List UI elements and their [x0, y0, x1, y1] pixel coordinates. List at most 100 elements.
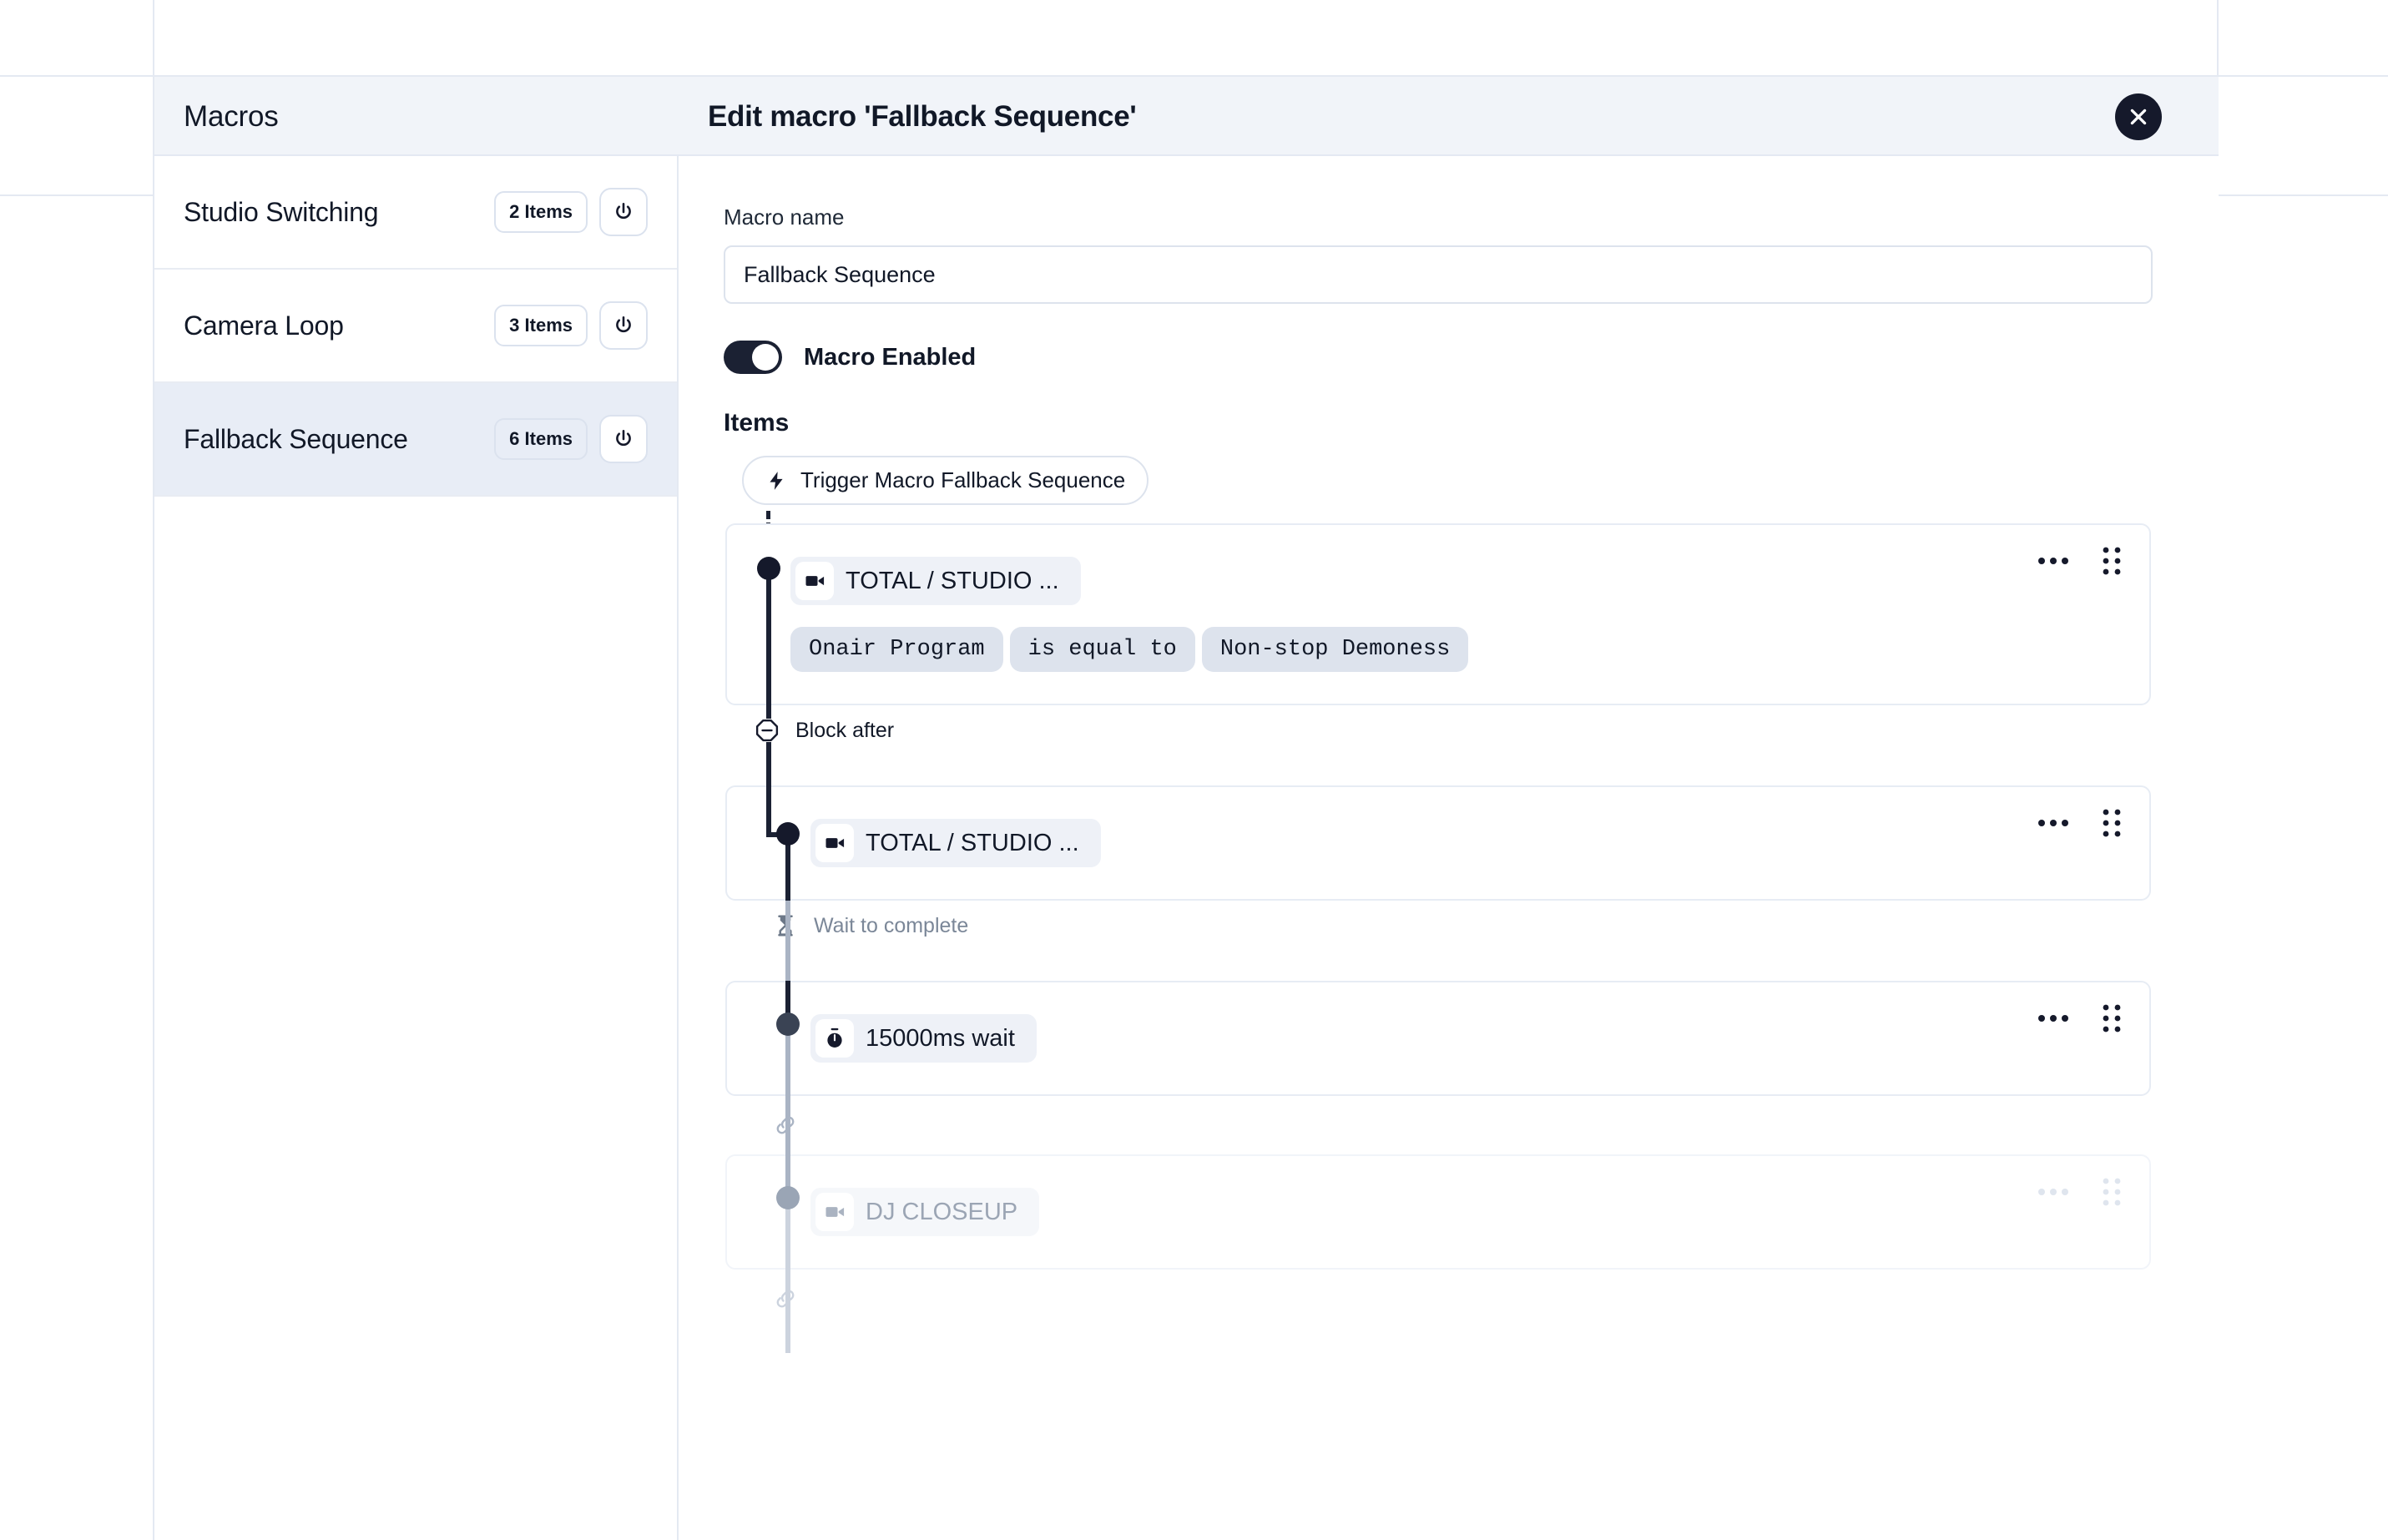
- action-pill-label: 15000ms wait: [866, 1024, 1015, 1052]
- item-menu-button[interactable]: [2037, 1188, 2069, 1196]
- more-options-icon: [2038, 1189, 2068, 1195]
- item-card-2[interactable]: TOTAL / STUDIO ...: [725, 785, 2151, 901]
- item-card-actions: [2037, 1178, 2121, 1206]
- block-octagon-icon-box: [754, 717, 780, 744]
- macro-name-label: Studio Switching: [184, 196, 379, 227]
- connector-wait-to-complete: Wait to complete: [724, 901, 2153, 951]
- frame-rule-left: [153, 0, 154, 1540]
- items-count-badge[interactable]: 2 Items: [494, 191, 588, 233]
- connector-block-after-wrap: Block after: [724, 705, 2153, 822]
- item-menu-button[interactable]: [2037, 557, 2069, 565]
- trigger-pill[interactable]: Trigger Macro Fallback Sequence: [742, 456, 1149, 505]
- item-drag-handle[interactable]: [2103, 547, 2121, 575]
- lightning-icon: [770, 471, 783, 490]
- close-icon: [2130, 109, 2147, 125]
- rail-item-2-in: [766, 785, 771, 837]
- close-button[interactable]: [2115, 93, 2162, 140]
- item-block-1: TOTAL / STUDIO ... Onair Program is equa…: [724, 523, 2153, 719]
- video-camera-icon-box: [815, 1193, 854, 1231]
- action-pill[interactable]: 15000ms wait: [810, 1014, 1037, 1063]
- macro-enabled-row: Macro Enabled: [724, 341, 2153, 374]
- connector-link-1: [724, 1096, 2153, 1154]
- connector-wait-wrap: Wait to complete: [724, 901, 2153, 981]
- drag-handle-icon: [2103, 1004, 2121, 1033]
- node-item-1: [757, 557, 780, 580]
- macro-items-flow: Trigger Macro Fallback Sequence: [724, 456, 2153, 1353]
- page-title: Edit macro 'Fallback Sequence': [708, 100, 1137, 133]
- item-card-3[interactable]: 15000ms wait: [725, 981, 2151, 1096]
- condition-operator-chip[interactable]: is equal to: [1009, 627, 1195, 672]
- macro-name-label: Camera Loop: [184, 310, 344, 341]
- node-item-2: [776, 822, 800, 846]
- video-camera-icon-box: [815, 824, 854, 862]
- action-pill-label: TOTAL / STUDIO ...: [866, 829, 1079, 856]
- edit-macro-modal: Macros Edit macro 'Fallback Sequence' St…: [154, 77, 2219, 1540]
- sidebar-item-fallback-sequence[interactable]: Fallback Sequence 6 Items: [154, 383, 677, 497]
- stopwatch-icon: [827, 1028, 842, 1048]
- item-menu-button[interactable]: [2037, 1014, 2069, 1022]
- modal-header: Macros Edit macro 'Fallback Sequence': [154, 77, 2219, 156]
- rail-connector-3: [785, 1096, 790, 1154]
- item-menu-button[interactable]: [2037, 819, 2069, 827]
- rail-connector-2: [785, 901, 790, 981]
- item-drag-handle[interactable]: [2103, 809, 2121, 837]
- rail-item-2-out: [785, 839, 790, 956]
- connector-link-1-wrap: [724, 1096, 2153, 1154]
- connector-block-after: Block after: [724, 705, 2153, 755]
- item-block-3: 15000ms wait: [724, 981, 2153, 1163]
- items-count-badge[interactable]: 3 Items: [494, 305, 588, 346]
- toggle-knob: [752, 344, 779, 371]
- condition-field-chip[interactable]: Onair Program: [790, 627, 1003, 672]
- stopwatch-icon-box: [815, 1019, 854, 1058]
- action-pill[interactable]: TOTAL / STUDIO ...: [790, 557, 1081, 605]
- macro-enabled-label: Macro Enabled: [804, 343, 977, 371]
- connector-label: Block after: [795, 718, 895, 742]
- macro-power-toggle-button[interactable]: [599, 301, 648, 350]
- video-camera-icon-box: [795, 562, 834, 600]
- action-pill[interactable]: DJ CLOSEUP: [810, 1188, 1040, 1236]
- item-block-2: TOTAL / STUDIO ...: [724, 785, 2153, 956]
- power-icon: [616, 316, 631, 333]
- macro-enabled-toggle[interactable]: [724, 341, 782, 374]
- rail-item-3-in: [785, 981, 790, 1026]
- item-card-actions: [2037, 809, 2121, 837]
- sidebar-item-camera-loop[interactable]: Camera Loop 3 Items: [154, 270, 677, 383]
- frame-rule-top: [0, 75, 2388, 77]
- items-count-badge[interactable]: 6 Items: [494, 418, 588, 460]
- item-card-1[interactable]: TOTAL / STUDIO ... Onair Program is equa…: [725, 523, 2151, 705]
- more-options-icon: [2038, 1015, 2068, 1022]
- node-item-3: [776, 1012, 800, 1036]
- block-octagon-icon: [755, 719, 779, 742]
- node-item-4: [776, 1186, 800, 1209]
- connector-label: Wait to complete: [814, 913, 969, 937]
- item-card-4[interactable]: DJ CLOSEUP: [725, 1154, 2151, 1270]
- item-drag-handle[interactable]: [2103, 1178, 2121, 1206]
- more-options-icon: [2038, 558, 2068, 564]
- video-camera-icon: [825, 1207, 845, 1217]
- macros-sidebar: Studio Switching 2 Items Camera Loop 3 I…: [154, 156, 679, 1540]
- trigger-label: Trigger Macro Fallback Sequence: [800, 467, 1126, 492]
- drag-handle-icon: [2103, 547, 2121, 575]
- item-drag-handle[interactable]: [2103, 1004, 2121, 1033]
- condition-value-chip[interactable]: Non-stop Demoness: [1201, 627, 1469, 672]
- action-pill-label: TOTAL / STUDIO ...: [846, 567, 1059, 594]
- item-card-actions: [2037, 547, 2121, 575]
- sidebar-item-studio-switching[interactable]: Studio Switching 2 Items: [154, 156, 677, 270]
- item-card-actions: [2037, 1004, 2121, 1033]
- video-camera-icon: [805, 576, 825, 586]
- rail-connector-1: [766, 742, 771, 822]
- connector-link-2-wrap: [724, 1270, 2153, 1345]
- action-pill-label: DJ CLOSEUP: [866, 1198, 1018, 1225]
- rail-connector-4: [785, 1270, 790, 1345]
- macro-name-field-label: Macro name: [724, 204, 845, 230]
- macro-power-toggle-button[interactable]: [599, 415, 648, 463]
- macro-name-input[interactable]: [724, 245, 2153, 304]
- macro-name-label: Fallback Sequence: [184, 423, 408, 454]
- drag-handle-icon: [2103, 1178, 2121, 1206]
- macros-panel-title: Macros: [184, 100, 279, 133]
- items-section-heading: Items: [724, 409, 790, 437]
- macro-power-toggle-button[interactable]: [599, 188, 648, 236]
- action-pill[interactable]: TOTAL / STUDIO ...: [810, 819, 1101, 867]
- condition-row: Onair Program is equal to Non-stop Demon…: [790, 627, 2149, 672]
